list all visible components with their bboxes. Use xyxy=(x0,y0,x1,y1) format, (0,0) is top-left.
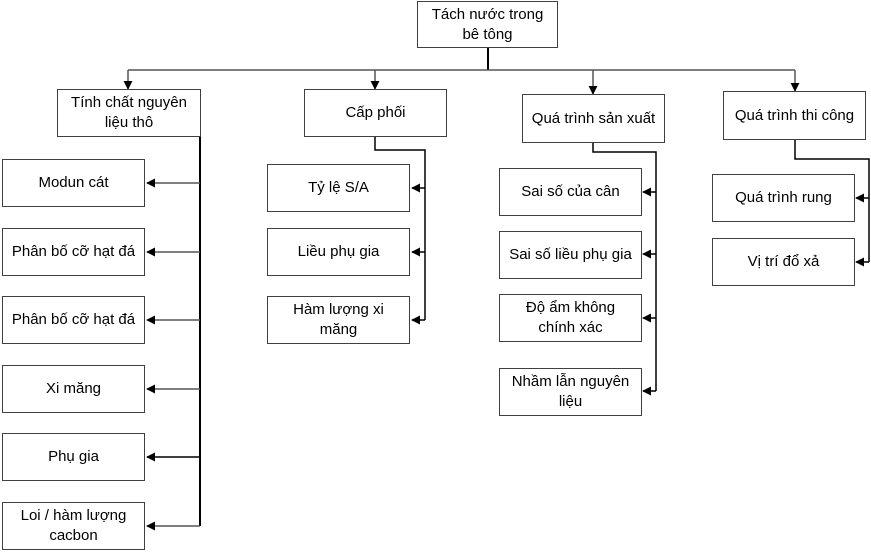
cause-node: Phân bố cỡ hạt đá xyxy=(2,296,145,344)
cause-label: Sai số liều phụ gia xyxy=(509,246,632,263)
cause-label: Sai số của cân xyxy=(521,183,620,200)
cause-label: Nhầm lẫn nguyên liệu xyxy=(511,373,630,410)
spine-cat-3 xyxy=(592,143,657,391)
cause-label: Vị trí đổ xả xyxy=(747,253,820,270)
cause-node: Phụ gia xyxy=(2,433,145,481)
category-label: Cấp phối xyxy=(345,104,406,121)
cause-label: Phân bố cỡ hạt đá xyxy=(11,243,136,260)
category-label: Quá trình thi công xyxy=(734,106,855,124)
root-label: Tách nước trong bê tông xyxy=(431,5,544,43)
cause-label: Modun cát xyxy=(38,174,109,191)
cause-label: Quá trình rung xyxy=(735,189,832,206)
cause-node: Độ ẩm không chính xác xyxy=(499,294,642,342)
cause-label: Hàm lượng xi măng xyxy=(293,301,384,338)
cause-label: Xi măng xyxy=(45,380,102,397)
cause-node: Phân bố cỡ hạt đá xyxy=(2,228,145,276)
category-node-raw-material: Tính chất nguyên liệu thô xyxy=(57,89,201,137)
cause-node: Modun cát xyxy=(2,159,145,207)
spine-cat-4 xyxy=(794,140,870,262)
spine-cat-2 xyxy=(374,137,426,320)
cause-label: Phụ gia xyxy=(48,448,99,465)
cause-node: Xi măng xyxy=(2,365,145,413)
cause-label: Độ ẩm không chính xác xyxy=(525,299,616,336)
cause-node: Sai số liều phụ gia xyxy=(499,231,642,279)
cause-node: Liều phụ gia xyxy=(267,228,410,276)
cause-node: Sai số của cân xyxy=(499,168,642,216)
category-node-mix-design: Cấp phối xyxy=(304,89,447,137)
cause-node: Vị trí đổ xả xyxy=(712,238,855,286)
category-label: Quá trình sản xuất xyxy=(531,109,656,127)
category-label: Tính chất nguyên liệu thô xyxy=(71,94,187,131)
cause-label: Tỷ lệ S/A xyxy=(308,179,369,196)
category-node-production: Quá trình sản xuất xyxy=(522,94,665,143)
cause-label: Phân bố cỡ hạt đá xyxy=(11,311,136,328)
cause-node: Quá trình rung xyxy=(712,174,855,222)
root-node: Tách nước trong bê tông xyxy=(417,1,558,48)
cause-node: Loi / hàm lượng cacbon xyxy=(2,502,145,550)
cause-label: Liều phụ gia xyxy=(297,243,380,260)
category-node-construction: Quá trình thi công xyxy=(723,91,866,140)
cause-node: Hàm lượng xi măng xyxy=(267,296,410,344)
cause-node: Nhầm lẫn nguyên liệu xyxy=(499,368,642,416)
cause-node: Tỷ lệ S/A xyxy=(267,164,410,212)
cause-label: Loi / hàm lượng cacbon xyxy=(20,507,127,544)
